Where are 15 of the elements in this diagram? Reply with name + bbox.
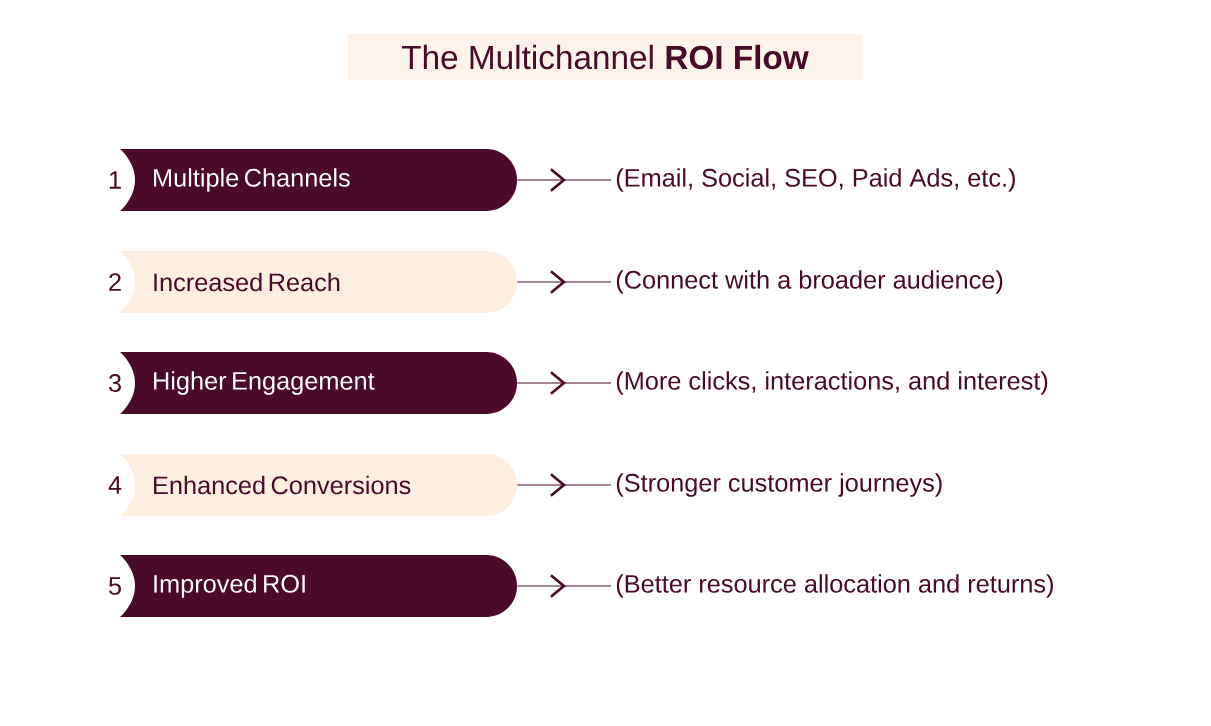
step-number: 3 [108,374,121,392]
pill-box: Increased Reach [120,251,517,313]
pill-box: Improved ROI [120,555,517,617]
step-number: 2 [109,273,121,291]
description-text: (Email, Social, SEO, Paid Ads, etc.) [616,168,1015,192]
title: The Multichannel ROI Flow [347,34,863,80]
pill-box: Multiple Channels [120,149,517,211]
pill-box: Higher Engagement [120,352,517,414]
step-number: 1 [109,171,121,189]
description-text: (Stronger customer journeys) [616,473,942,497]
description-text: (More clicks, interactions, and interest) [616,371,1048,395]
step-number: 4 [108,476,122,494]
description-text: (Connect with a broader audience) [616,270,1003,294]
step-number: 5 [108,577,121,595]
description-text: (Better resource allocation and returns) [616,574,1053,598]
